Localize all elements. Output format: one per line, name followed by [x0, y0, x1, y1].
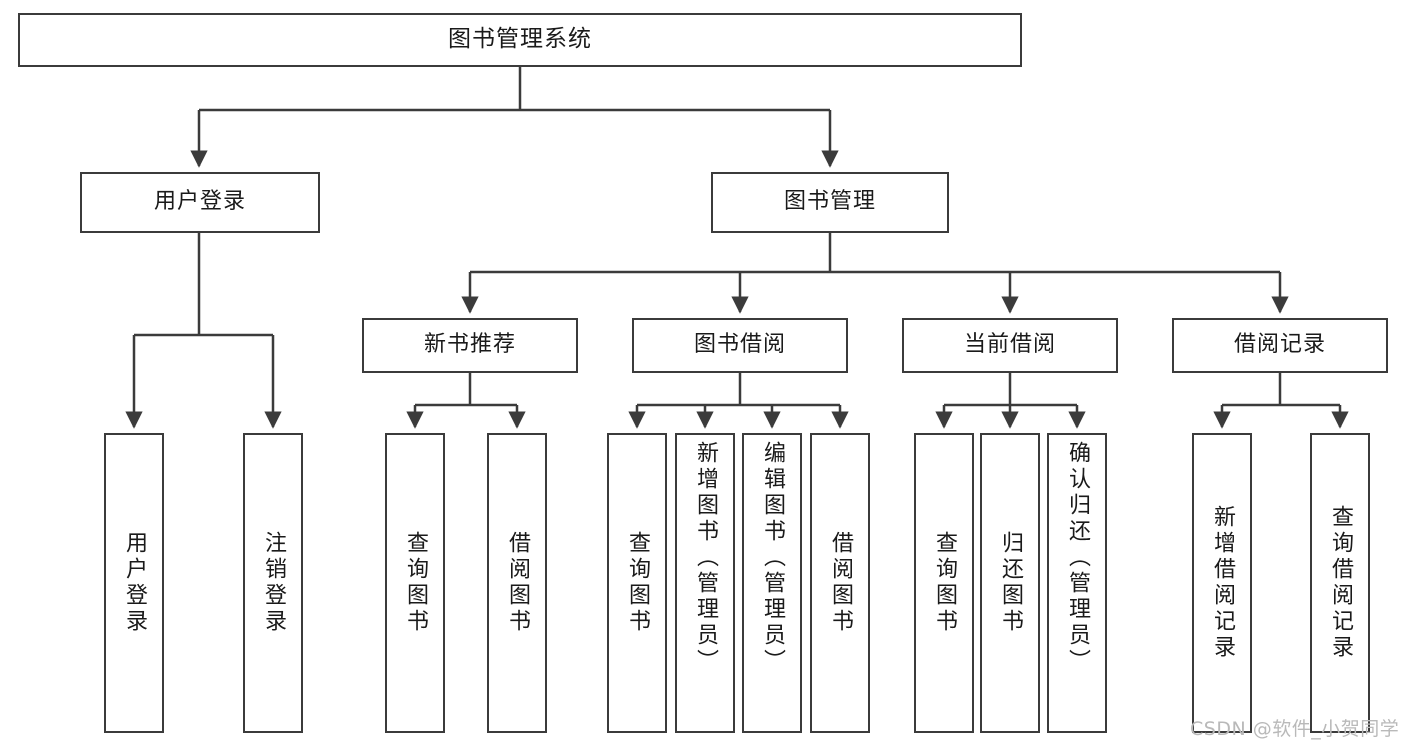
leaf-new-book-borrow-books[interactable]: 借阅图书: [487, 433, 547, 733]
csdn-watermark-text: CSDN @软件_小贺同学: [1190, 718, 1400, 740]
leaf-current-return-books-label: 归还图书: [998, 531, 1023, 635]
node-current-borrowing[interactable]: 当前借阅: [902, 318, 1118, 373]
leaf-new-book-query-books[interactable]: 查询图书: [385, 433, 445, 733]
leaf-borrow-query-books[interactable]: 查询图书: [607, 433, 667, 733]
leaf-borrow-borrow-books[interactable]: 借阅图书: [810, 433, 870, 733]
leaf-user-login-logout[interactable]: 注销登录: [243, 433, 303, 733]
leaf-record-add-borrow-record[interactable]: 新增借阅记录: [1192, 433, 1252, 733]
leaf-borrow-borrow-books-label: 借阅图书: [828, 531, 853, 635]
leaf-current-confirm-return-admin[interactable]: 确认归还（管理员）: [1047, 433, 1107, 733]
leaf-borrow-add-book-admin-label: 新增图书（管理员）: [693, 441, 718, 675]
node-user-login[interactable]: 用户登录: [80, 172, 320, 233]
leaf-borrow-add-book-admin[interactable]: 新增图书（管理员）: [675, 433, 735, 733]
leaf-record-query-borrow-record[interactable]: 查询借阅记录: [1310, 433, 1370, 733]
leaf-current-return-books[interactable]: 归还图书: [980, 433, 1040, 733]
node-new-book-recommendation[interactable]: 新书推荐: [362, 318, 578, 373]
node-root-label: 图书管理系统: [448, 26, 592, 53]
leaf-current-confirm-return-admin-label: 确认归还（管理员）: [1065, 441, 1090, 675]
node-book-management[interactable]: 图书管理: [711, 172, 949, 233]
node-book-borrowing[interactable]: 图书借阅: [632, 318, 848, 373]
leaf-record-query-borrow-record-label: 查询借阅记录: [1328, 505, 1353, 661]
leaf-borrow-edit-book-admin[interactable]: 编辑图书（管理员）: [742, 433, 802, 733]
leaf-user-login-logout-label: 注销登录: [261, 531, 286, 635]
leaf-user-login-login-label: 用户登录: [122, 531, 147, 635]
leaf-user-login-login[interactable]: 用户登录: [104, 433, 164, 733]
node-book-management-label: 图书管理: [783, 189, 876, 215]
leaf-new-book-borrow-books-label: 借阅图书: [505, 531, 530, 635]
leaf-borrow-query-books-label: 查询图书: [625, 531, 650, 635]
node-user-login-label: 用户登录: [153, 189, 246, 215]
leaf-record-add-borrow-record-label: 新增借阅记录: [1210, 505, 1235, 661]
leaf-borrow-edit-book-admin-label: 编辑图书（管理员）: [760, 441, 785, 675]
node-borrowing-record[interactable]: 借阅记录: [1172, 318, 1388, 373]
leaf-current-query-books[interactable]: 查询图书: [914, 433, 974, 733]
node-borrowing-record-label: 借阅记录: [1233, 332, 1326, 358]
leaf-new-book-query-books-label: 查询图书: [403, 531, 428, 635]
node-current-borrowing-label: 当前借阅: [963, 332, 1056, 358]
node-new-book-recommendation-label: 新书推荐: [423, 332, 516, 358]
leaf-current-query-books-label: 查询图书: [932, 531, 957, 635]
node-book-borrowing-label: 图书借阅: [693, 332, 786, 358]
node-root-book-management-system[interactable]: 图书管理系统: [18, 13, 1022, 67]
csdn-watermark: CSDN @软件_小贺同学: [1190, 714, 1399, 741]
